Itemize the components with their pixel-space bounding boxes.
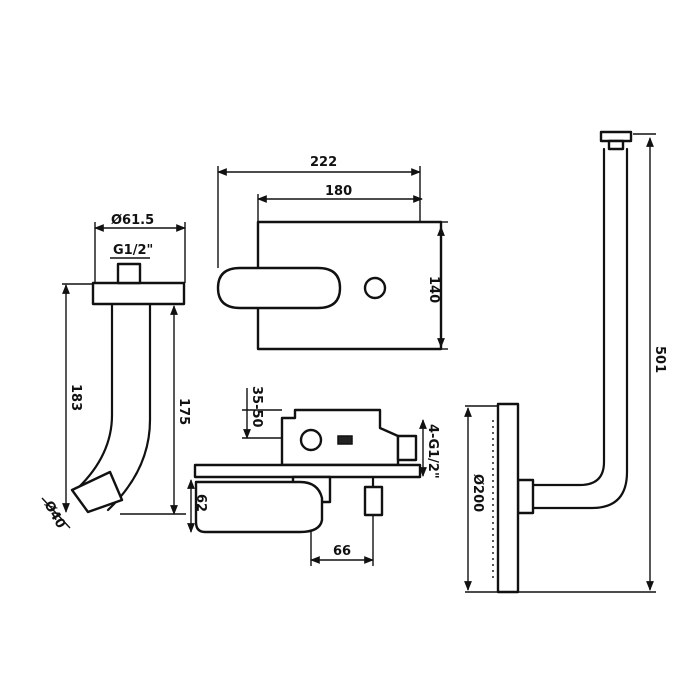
plate-view: 222 180 140: [216, 155, 448, 351]
spout-pipe-outer: [76, 302, 114, 490]
diverter-stem: [363, 485, 384, 517]
lever-handle: [194, 480, 324, 534]
shower-view: 501 Ø200: [464, 130, 667, 594]
mixer-lever: [216, 266, 342, 310]
arm-connector: [607, 139, 625, 151]
spout-height-label: 183: [68, 384, 83, 411]
valve-outlet-nut: [396, 434, 418, 462]
shower-arm-outer: [528, 147, 606, 487]
shower-arm-height-label: 501: [652, 346, 667, 373]
spout-thread-stub: [116, 262, 142, 285]
spout-view: Ø61.5 G1/2" 183 175 Ø40: [41, 213, 191, 531]
valve-depth-label: 35-50: [249, 386, 264, 428]
valve-cartridge: [337, 435, 353, 445]
ceiling-flange: [599, 130, 633, 143]
valve-spacing-label: 66: [333, 544, 351, 559]
spout-outlet-label: Ø40: [41, 499, 69, 532]
valve-plate: [193, 463, 422, 479]
shower-head: [496, 402, 520, 594]
valve-view: 35-50 4-G1/2" 62 66: [187, 386, 440, 566]
valve-thread-label: 4-G1/2": [425, 424, 440, 479]
diverter-knob: [363, 276, 387, 300]
spout-diameter-label: Ø61.5: [111, 213, 154, 228]
plate-width-label: 222: [310, 155, 337, 170]
spout-nozzle: [70, 470, 124, 514]
plate-height-label: 140: [426, 276, 441, 303]
spout-length-label: 175: [176, 398, 191, 425]
head-swivel: [516, 478, 535, 515]
valve-offset-label: 62: [193, 494, 208, 512]
spout-thread-label: G1/2": [113, 243, 153, 258]
shower-arm-inner: [528, 147, 629, 510]
spout-flange: [91, 281, 186, 306]
valve-port: [299, 428, 323, 452]
plate-inner-width-label: 180: [325, 184, 352, 199]
shower-head-diameter-label: Ø200: [470, 474, 485, 512]
